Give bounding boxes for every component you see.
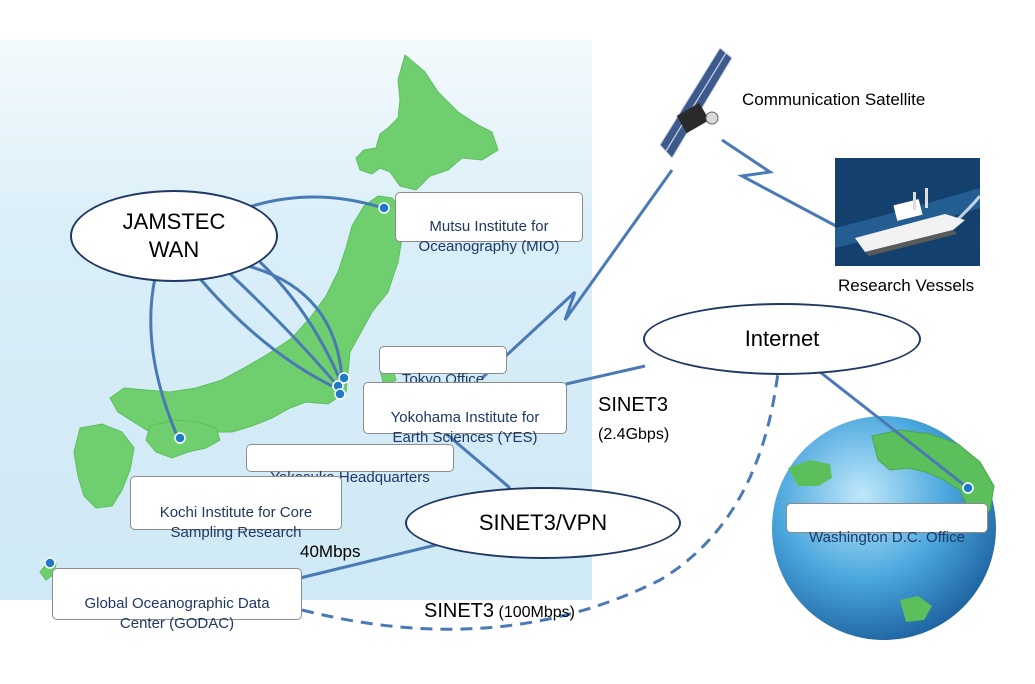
office-tokyo: Tokyo Office <box>379 346 507 374</box>
marker-washington <box>963 483 973 493</box>
link-yes-internet <box>566 366 645 384</box>
hokkaido <box>356 55 498 190</box>
office-yokosuka: Yokosuka Headquarters <box>246 444 454 472</box>
marker-kochi <box>175 433 185 443</box>
office-godac: Global Oceanographic Data Center (GODAC) <box>52 568 302 620</box>
office-yokohama: Yokohama Institute for Earth Sciences (Y… <box>363 382 567 434</box>
sinet3-vpn-ellipse: SINET3/VPN <box>405 487 681 559</box>
jamstec-wan-ellipse: JAMSTEC WAN <box>70 190 278 282</box>
marker-mutsu <box>379 203 389 213</box>
satellite-icon <box>660 48 732 158</box>
vessels-label: Research Vessels <box>838 276 974 296</box>
sinet3-dashed-label: SINET3 (100Mbps) <box>424 600 575 623</box>
godac-speed-label: 40Mbps <box>300 542 360 562</box>
marker-okinawa <box>45 558 55 568</box>
internet-ellipse: Internet <box>643 303 921 375</box>
sinet3-dashed-speed: (100Mbps) <box>498 604 574 621</box>
link-satellite-vessels <box>722 140 836 226</box>
jamstec-wan-label: JAMSTEC WAN <box>123 208 226 264</box>
research-vessel-photo <box>835 158 980 266</box>
office-washington-label: Washington D.C. Office <box>809 529 965 546</box>
sinet3-label: SINET3 <box>598 394 668 417</box>
marker-yokosuka <box>335 389 345 399</box>
office-mutsu-label: Mutsu Institute for Oceanography (MIO) <box>419 218 560 255</box>
sinet3-speed-label: (2.4Gbps) <box>598 426 669 444</box>
office-washington: Washington D.C. Office <box>786 503 988 533</box>
link-wan-mutsu <box>240 197 383 210</box>
sinet3-vpn-label: SINET3/VPN <box>479 510 607 536</box>
office-kochi: Kochi Institute for Core Sampling Resear… <box>130 476 342 530</box>
sinet3-dashed-name: SINET3 <box>424 600 494 622</box>
satellite-label: Communication Satellite <box>742 90 925 110</box>
kyushu <box>74 424 134 508</box>
internet-label: Internet <box>745 326 820 352</box>
office-kochi-label: Kochi Institute for Core Sampling Resear… <box>160 504 313 541</box>
office-mutsu: Mutsu Institute for Oceanography (MIO) <box>395 192 583 242</box>
office-yokohama-label: Yokohama Institute for Earth Sciences (Y… <box>391 409 540 446</box>
